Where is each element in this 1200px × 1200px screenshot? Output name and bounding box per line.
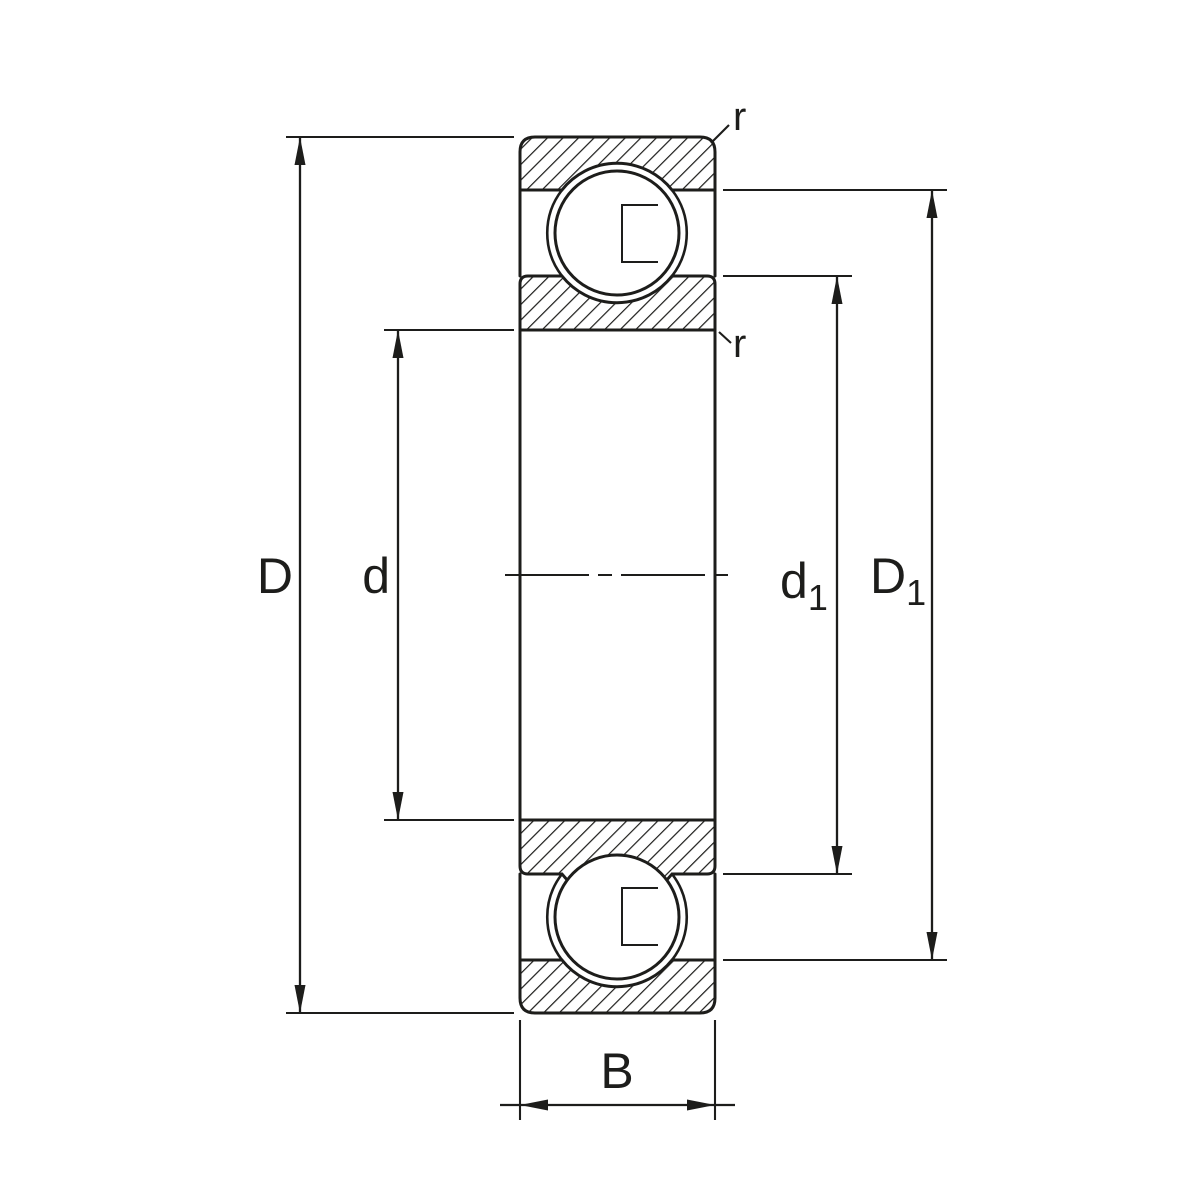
leader-line — [710, 124, 730, 144]
leader-line — [718, 331, 732, 344]
arrowhead-down — [294, 985, 306, 1013]
label-main: d — [780, 553, 808, 609]
raceway-arc-top-right — [670, 189, 689, 277]
label-subscript: 1 — [808, 577, 828, 618]
arrowhead-up — [392, 330, 404, 358]
label-bore-diameter: d — [362, 548, 390, 604]
label-inner-shoulder-diameter: d1 — [780, 553, 828, 618]
ball-bottom — [553, 853, 681, 981]
label-main: D — [870, 548, 906, 604]
label-chamfer-inner: r — [733, 322, 746, 366]
cage-mark-top — [621, 204, 658, 263]
ball-top — [553, 169, 681, 297]
arrowhead-left — [520, 1099, 548, 1111]
inner-ring-top-section — [518, 274, 717, 332]
arrowhead-down — [392, 792, 404, 820]
cage-mark-bottom — [621, 887, 658, 946]
dimension-D: D — [257, 135, 514, 1015]
bearing-body — [505, 135, 732, 1015]
dimension-D1: D1 — [723, 188, 947, 962]
arrowhead-right — [687, 1099, 715, 1111]
arrowhead-up — [831, 276, 843, 304]
label-outer-shoulder-diameter: D1 — [870, 548, 926, 613]
label-width: B — [600, 1043, 633, 1099]
arrowhead-up — [926, 190, 938, 218]
raceway-arc-bottom-left — [545, 873, 564, 961]
label-subscript: 1 — [906, 572, 926, 613]
raceway-arc-top-left — [545, 189, 564, 277]
arrowhead-down — [926, 932, 938, 960]
chamfer-callout-inner: r — [718, 322, 746, 366]
chamfer-callout-outer: r — [710, 95, 746, 144]
raceway-arc-bottom-right — [670, 873, 689, 961]
label-outside-diameter: D — [257, 548, 293, 604]
arrowhead-up — [294, 137, 306, 165]
dimension-d1: d1 — [723, 274, 852, 876]
dimension-B: B — [500, 1020, 735, 1120]
arrowhead-down — [831, 846, 843, 874]
label-chamfer-outer: r — [733, 95, 746, 139]
dimension-d: d — [362, 328, 514, 822]
